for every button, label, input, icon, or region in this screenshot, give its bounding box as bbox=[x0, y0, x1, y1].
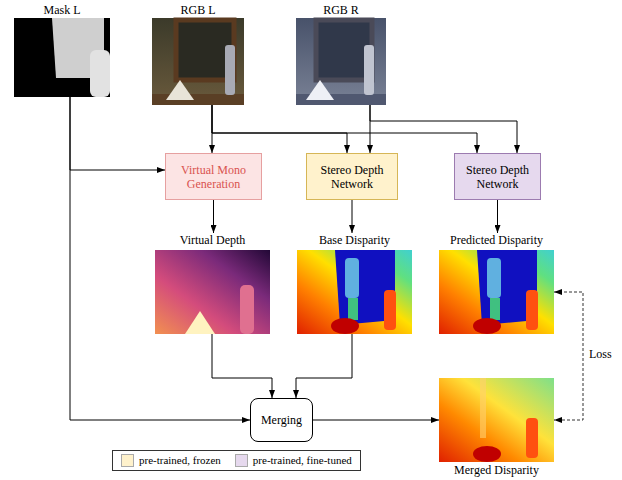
flow-arrow bbox=[212, 105, 347, 153]
process-box: Stereo Depth Network bbox=[454, 153, 541, 200]
photo-lamp bbox=[166, 80, 194, 100]
legend-text: pre-trained, fine-tuned bbox=[253, 454, 352, 467]
image-heading: Mask L bbox=[44, 3, 81, 17]
base-disparity-image bbox=[297, 250, 412, 334]
disparity-streak bbox=[480, 378, 486, 438]
disparity-bottle-reflection bbox=[345, 258, 359, 298]
box-label: Stereo Depth Network bbox=[311, 163, 393, 191]
photo-ground bbox=[152, 18, 244, 105]
image-heading: RGB R bbox=[323, 3, 359, 17]
disparity-bottle-base bbox=[490, 298, 500, 320]
photo-bottle bbox=[364, 45, 374, 95]
legend-swatch bbox=[121, 454, 134, 467]
depth-bottle bbox=[240, 285, 254, 334]
disparity-lamp bbox=[331, 318, 359, 334]
image-heading: Virtual Depth bbox=[180, 233, 246, 247]
flow-arrow bbox=[70, 97, 250, 420]
disparity-bottle bbox=[526, 418, 538, 458]
disparity-lamp bbox=[473, 446, 501, 462]
photo-mirror bbox=[316, 20, 372, 80]
rgb-right-image bbox=[296, 18, 386, 105]
image-heading: Predicted Disparity bbox=[450, 233, 543, 247]
legend-box: pre-trained, frozen pre-trained, fine-tun… bbox=[112, 450, 361, 471]
photo-ground bbox=[296, 18, 386, 105]
image-heading: Base Disparity bbox=[319, 233, 390, 247]
loss-connector bbox=[554, 292, 583, 420]
image-panel: Virtual Depth bbox=[155, 233, 270, 334]
flow-arrow bbox=[212, 105, 477, 153]
merge-box: Merging bbox=[250, 398, 313, 442]
mask-bottle bbox=[90, 50, 110, 97]
disparity-bottle-base bbox=[348, 298, 358, 320]
process-box: Virtual Mono Generation bbox=[165, 153, 262, 200]
photo-lamp bbox=[306, 80, 334, 100]
legend-item: pre-trained, frozen bbox=[121, 454, 221, 467]
legend-swatch bbox=[235, 454, 248, 467]
rgb-left-image bbox=[152, 18, 244, 105]
disparity-ground bbox=[439, 250, 554, 334]
flow-arrow bbox=[70, 97, 165, 170]
disparity-lamp bbox=[473, 318, 501, 334]
legend-text: pre-trained, frozen bbox=[139, 454, 221, 467]
edge-label: Loss bbox=[588, 347, 613, 361]
flow-arrow bbox=[213, 200, 214, 233]
photo-table bbox=[152, 94, 244, 105]
image-panel: Merged Disparity bbox=[439, 378, 554, 477]
disparity-bottle bbox=[526, 290, 538, 330]
mask-image bbox=[14, 18, 110, 97]
predicted-disparity-image bbox=[439, 250, 554, 334]
disparity-ground bbox=[439, 378, 554, 462]
box-label: Virtual Mono Generation bbox=[170, 163, 257, 191]
flow-arrow bbox=[313, 420, 439, 421]
flow-arrow bbox=[212, 334, 272, 398]
image-panel: Predicted Disparity bbox=[439, 233, 554, 334]
image-heading: RGB L bbox=[180, 3, 215, 17]
disparity-bottle-reflection bbox=[487, 258, 501, 298]
flow-arrow bbox=[370, 105, 517, 153]
virtual-depth-image bbox=[155, 250, 270, 334]
box-label: Merging bbox=[261, 413, 302, 427]
photo-bottle bbox=[225, 45, 235, 95]
disparity-bottle bbox=[384, 290, 396, 330]
flow-arrow bbox=[497, 200, 498, 233]
depth-lamp bbox=[185, 311, 215, 334]
image-panel: RGB R bbox=[296, 3, 386, 105]
flow-arrow bbox=[352, 200, 353, 233]
depth-ground bbox=[155, 250, 270, 334]
image-heading: Merged Disparity bbox=[454, 463, 539, 477]
image-panel: Mask L bbox=[14, 3, 110, 97]
box-label: Stereo Depth Network bbox=[459, 163, 536, 191]
process-box: Stereo Depth Network bbox=[306, 153, 398, 200]
disparity-ground bbox=[297, 250, 412, 334]
merged-disparity-image bbox=[439, 378, 554, 462]
image-panel: Base Disparity bbox=[297, 233, 412, 334]
flow-arrow bbox=[296, 334, 352, 398]
mask-ground bbox=[14, 18, 110, 97]
image-panel: RGB L bbox=[152, 3, 244, 105]
legend-item: pre-trained, fine-tuned bbox=[235, 454, 352, 467]
